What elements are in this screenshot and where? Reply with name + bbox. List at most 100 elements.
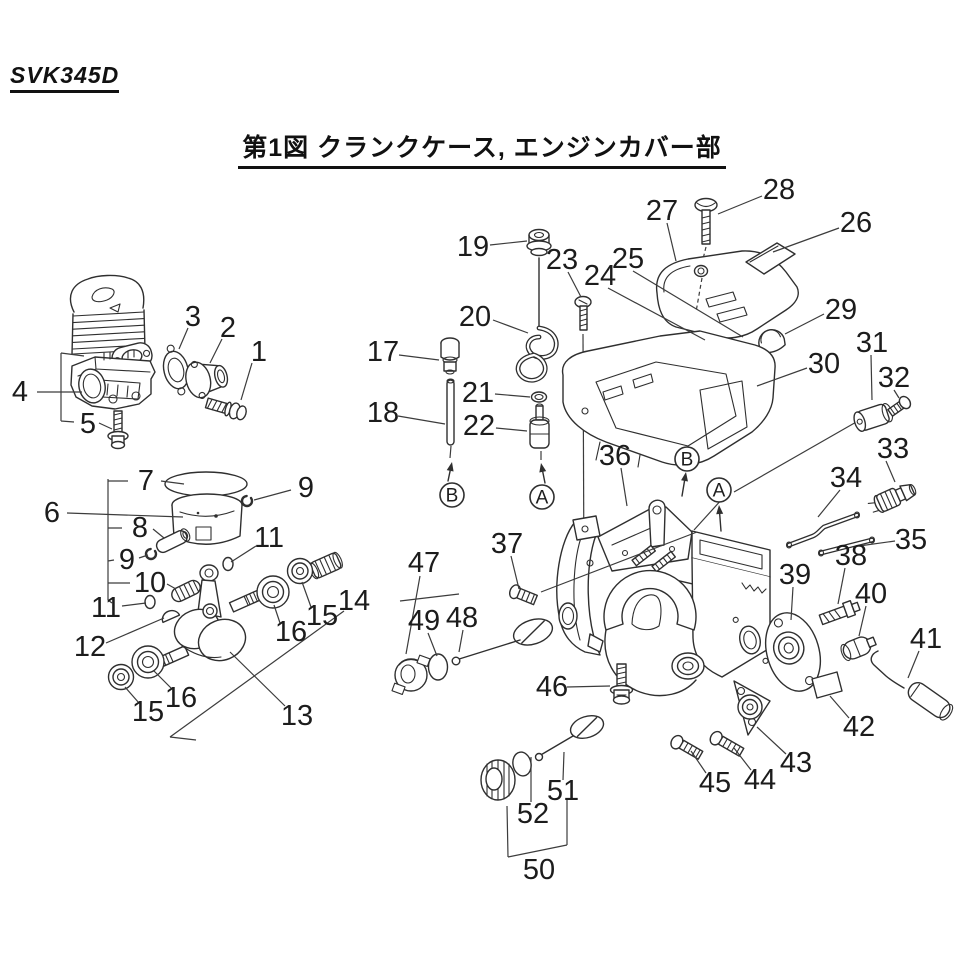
part-ring-21 [530,391,548,403]
assembly-arrow-head-A [539,463,547,473]
callout-11: 11 [254,522,284,554]
marker-letter-B: B [681,450,694,471]
callout-1: 1 [251,336,267,368]
callout-29: 29 [825,294,857,326]
callout-layer: 1234567899101111121314151616151718192021… [12,174,942,886]
part-damper-31 [853,402,894,432]
leader-line-28 [717,195,763,215]
callout-45: 45 [699,767,731,799]
assembly-arrow-head-B [681,472,688,482]
leader-line-51 [562,751,565,781]
leader-line-9 [138,554,149,559]
part-tube-35 [817,536,876,557]
leader-line-8 [152,528,165,539]
leader-line-12 [105,617,165,644]
leader-line-15 [124,686,140,704]
marker-letter-B: B [446,486,459,507]
leader-line-30 [756,367,808,387]
callout-49: 49 [408,605,440,637]
callout-51: 51 [547,775,579,807]
leader-line-42 [829,695,850,719]
part-lower-cover-30 [561,330,776,468]
leader-line-18 [397,415,446,425]
callout-52: 52 [517,798,549,830]
callout-8: 8 [132,512,148,544]
callout-6: 6 [44,497,60,529]
leader-line-29 [784,313,825,335]
callout-25: 25 [612,243,644,275]
part-vent-17 [440,337,460,375]
leader-line-41 [907,650,920,679]
callout-48: 48 [446,602,478,634]
leader-line-26 [772,227,840,253]
part-plug-29 [758,329,786,354]
part-screw-45 [670,734,704,760]
callout-24: 24 [584,260,616,292]
callout-37: 37 [491,528,523,560]
leader-line-17 [398,354,440,361]
part-dipstick-upper [391,618,554,696]
leader-line-16 [273,604,281,624]
callout-34: 34 [830,462,862,494]
part-cylinder-assembly [69,274,156,410]
callout-14: 14 [338,585,370,617]
callout-15: 15 [306,600,338,632]
callout-11: 11 [91,592,121,624]
leader-line-32 [893,389,900,399]
callout-30: 30 [808,348,840,380]
leader-line-33 [885,460,896,483]
part-crankcase-36 [556,499,771,697]
leader-line-15 [301,581,312,608]
part-label-26 [745,242,796,275]
leader-line-43 [756,726,787,755]
callout-44: 44 [744,764,776,796]
assembly-arrow-B [681,480,686,497]
leader-line-39 [790,586,794,621]
part-fuel-filter-40 [840,636,877,662]
assembly-arrow-head-B [446,462,454,472]
model-code: SVK345D [10,62,120,93]
leader-line-11 [121,602,147,607]
callout-31: 31 [856,327,888,359]
part-filter-weight-22 [529,403,550,449]
leader-line-38 [837,567,846,605]
part-screw-44 [709,730,745,757]
part-screw-5 [107,410,129,450]
part-label-42 [811,671,843,699]
callout-27: 27 [646,195,678,227]
leader-line-1 [240,362,253,401]
callout-26: 26 [840,207,872,239]
leader-line-11 [230,545,257,563]
part-pickup-coil-20 [515,257,559,383]
leader-line-16 [153,670,173,690]
part-valve-33 [867,484,917,513]
part-screw-46 [609,663,634,705]
callout-10: 10 [134,567,166,599]
callout-50: 50 [523,854,555,886]
part-manifold [185,360,229,400]
leader-line-22 [495,427,528,432]
leader-line-20 [492,319,529,334]
leader-line-6 [66,512,184,518]
callout-9: 9 [298,472,314,504]
part-grommet-19 [526,228,552,257]
marker-letter-A: A [713,481,726,502]
callout-43: 43 [780,747,812,779]
callout-2: 2 [220,312,236,344]
callout-36: 36 [599,440,631,472]
part-tube-34 [785,511,861,549]
parts-artwork [60,197,954,858]
callout-18: 18 [367,397,399,429]
callout-16: 16 [275,616,307,648]
callout-32: 32 [878,362,910,394]
marker-circle-B [674,446,700,472]
leader-line-34 [817,489,841,518]
leader-line-19 [489,240,528,246]
part-screw-32 [887,395,912,417]
callout-22: 22 [463,410,495,442]
part-tube-18 [446,378,455,446]
leader-line-2 [209,338,223,364]
part-seal-flange-39 [764,612,822,692]
part-screw-23 [574,295,592,331]
